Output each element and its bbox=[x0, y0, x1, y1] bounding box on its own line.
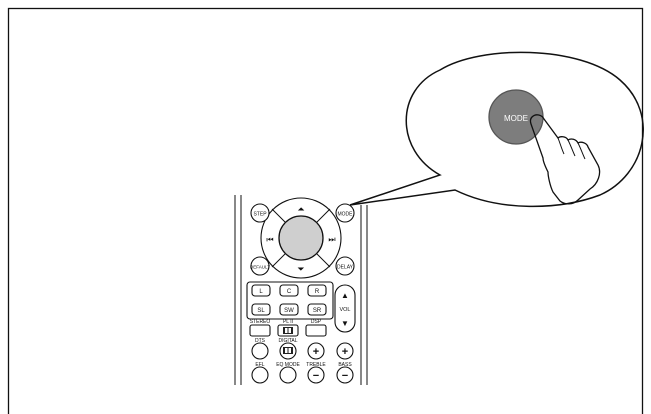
dsp-button[interactable] bbox=[305, 324, 327, 337]
channel-button-c[interactable] bbox=[279, 284, 299, 297]
pointing-hand-icon bbox=[529, 114, 601, 205]
channel-button-r[interactable] bbox=[307, 284, 327, 297]
nav-prev-icon[interactable]: ⏮ bbox=[266, 235, 273, 244]
stereo-button[interactable] bbox=[249, 324, 271, 337]
dolby-icon bbox=[283, 327, 293, 334]
delay-label: DELAY bbox=[337, 265, 354, 271]
delay-button[interactable]: DELAY bbox=[335, 256, 355, 276]
diagram-frame bbox=[7, 7, 644, 414]
nav-pad[interactable]: ⏶ ⏷ ⏮ ⏭ bbox=[260, 197, 342, 279]
mode-small-button[interactable]: MODE bbox=[335, 203, 355, 223]
dolby-digital-icon bbox=[283, 347, 293, 354]
volume-rocker[interactable]: ▲ VOL ▼ bbox=[334, 284, 356, 333]
callout-bubble bbox=[349, 51, 644, 208]
efl-label: EFL bbox=[255, 362, 264, 368]
mode-button-label: MODE bbox=[504, 114, 528, 123]
vol-up-icon[interactable]: ▲ bbox=[341, 291, 349, 300]
channel-label-sl: SL bbox=[257, 308, 265, 314]
pl2-label: PL II bbox=[283, 319, 293, 325]
eq-mode-label: EQ MODE bbox=[276, 362, 300, 368]
step-label: STEP bbox=[253, 212, 267, 218]
channel-button-sr[interactable] bbox=[307, 303, 327, 316]
digital-label: DIGITAL bbox=[278, 338, 297, 344]
channel-buttons: L C R SL SW SR bbox=[251, 284, 327, 316]
step-button[interactable]: STEP bbox=[250, 203, 270, 223]
dts-label: DTS bbox=[255, 338, 266, 344]
default-button[interactable]: DEFAULT bbox=[250, 256, 270, 276]
nav-down-icon[interactable]: ⏷ bbox=[296, 264, 304, 274]
nav-center-button[interactable] bbox=[278, 215, 324, 261]
treble-plus-button[interactable]: + bbox=[307, 342, 325, 360]
dts-button[interactable] bbox=[251, 342, 269, 360]
eq-mode-button[interactable] bbox=[279, 366, 297, 384]
vol-down-icon[interactable]: ▼ bbox=[341, 319, 349, 328]
stereo-label: STEREO bbox=[250, 319, 271, 325]
channel-label-c: C bbox=[287, 289, 292, 295]
bass-label: BASS bbox=[338, 362, 352, 368]
vol-label: VOL bbox=[339, 307, 350, 313]
default-label: DEFAULT bbox=[250, 265, 270, 270]
channel-label-sr: SR bbox=[313, 308, 322, 314]
channel-label-l: L bbox=[259, 289, 263, 295]
efl-button[interactable] bbox=[251, 366, 269, 384]
treble-plus-icon: + bbox=[313, 346, 319, 358]
mode-small-label: MODE bbox=[338, 212, 354, 218]
channel-button-l[interactable] bbox=[251, 284, 271, 297]
nav-next-icon[interactable]: ⏭ bbox=[328, 235, 335, 244]
channel-button-sw[interactable] bbox=[279, 303, 299, 316]
nav-up-icon[interactable]: ⏶ bbox=[297, 204, 305, 214]
bass-plus-button[interactable]: + bbox=[336, 342, 354, 360]
treble-minus-icon: − bbox=[313, 370, 319, 382]
dsp-label: DSP bbox=[311, 319, 322, 325]
channel-label-sw: SW bbox=[284, 308, 294, 314]
bass-plus-icon: + bbox=[342, 346, 348, 358]
channel-button-sl[interactable] bbox=[251, 303, 271, 316]
treble-label: TREBLE bbox=[306, 362, 326, 368]
treble-minus-button[interactable]: − bbox=[307, 366, 325, 384]
bass-minus-icon: − bbox=[342, 370, 348, 382]
channel-label-r: R bbox=[315, 289, 320, 295]
bass-minus-button[interactable]: − bbox=[336, 366, 354, 384]
remote-body bbox=[234, 195, 368, 385]
